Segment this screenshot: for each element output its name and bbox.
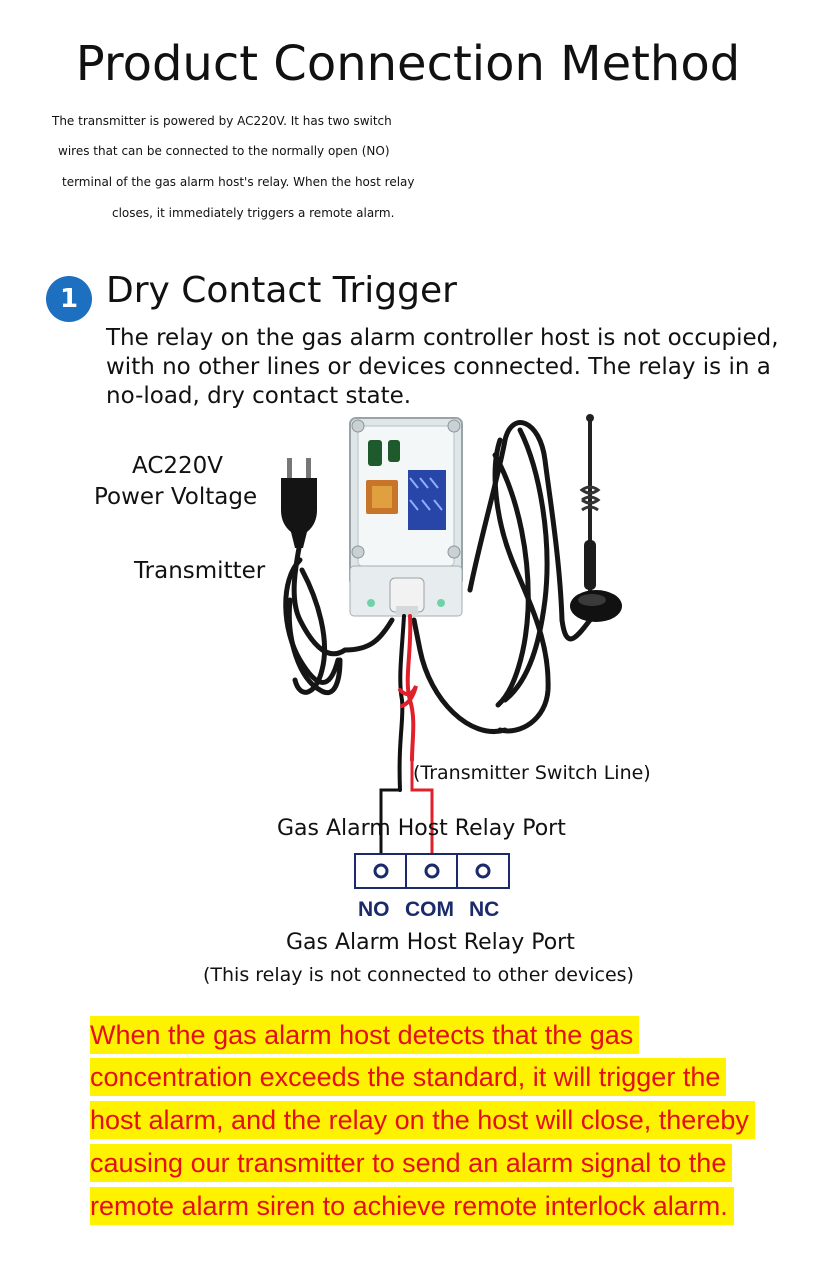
- intro-line-1: The transmitter is powered by AC220V. It…: [52, 114, 392, 128]
- power-voltage-label-line-2: Power Voltage: [94, 484, 258, 510]
- power-cord-icon: [283, 545, 395, 695]
- terminal-nc-screw-icon: [475, 863, 491, 879]
- highlight-line-2: concentration exceeds the standard, it w…: [90, 1058, 727, 1096]
- step-number-badge: 1: [46, 276, 92, 322]
- transmitter-device-icon: [349, 417, 463, 617]
- terminal-no-label: NO: [358, 898, 390, 921]
- terminal-com-screw-icon: [424, 863, 440, 879]
- transmitter-label: Transmitter: [134, 558, 266, 584]
- section-description-line-1: The relay on the gas alarm controller ho…: [106, 325, 779, 351]
- connection-diagram: [281, 414, 622, 889]
- relay-terminal-block: [354, 853, 510, 889]
- highlight-line-4: causing our transmitter to send an alarm…: [90, 1144, 733, 1182]
- section-description-line-3: no-load, dry contact state.: [106, 383, 412, 409]
- terminal-no-screw-icon: [373, 863, 389, 879]
- relay-port-label-top: Gas Alarm Host Relay Port: [277, 816, 566, 841]
- power-voltage-label-line-1: AC220V: [132, 453, 224, 479]
- terminal-nc-label: NC: [469, 898, 500, 921]
- power-plug-icon: [281, 458, 317, 548]
- antenna-icon: [570, 414, 622, 622]
- highlight-line-3: host alarm, and the relay on the host wi…: [90, 1101, 755, 1139]
- intro-line-3: terminal of the gas alarm host's relay. …: [62, 175, 415, 189]
- page-title: Product Connection Method: [75, 36, 741, 92]
- relay-wires: [379, 740, 434, 870]
- relay-note: (This relay is not connected to other de…: [203, 964, 634, 986]
- highlight-line-5: remote alarm siren to achieve remote int…: [90, 1187, 734, 1225]
- highlight-line-1: When the gas alarm host detects that the…: [90, 1016, 640, 1054]
- intro-line-2: wires that can be connected to the norma…: [58, 144, 390, 158]
- antenna-cable-icon: [411, 420, 593, 734]
- intro-line-4: closes, it immediately triggers a remote…: [112, 206, 395, 220]
- section-title: Dry Contact Trigger: [106, 270, 457, 311]
- switch-line-label: (Transmitter Switch Line): [413, 762, 651, 784]
- section-description-line-2: with no other lines or devices connected…: [106, 354, 771, 380]
- terminal-com-label: COM: [405, 898, 454, 921]
- relay-port-label-bottom: Gas Alarm Host Relay Port: [286, 930, 575, 955]
